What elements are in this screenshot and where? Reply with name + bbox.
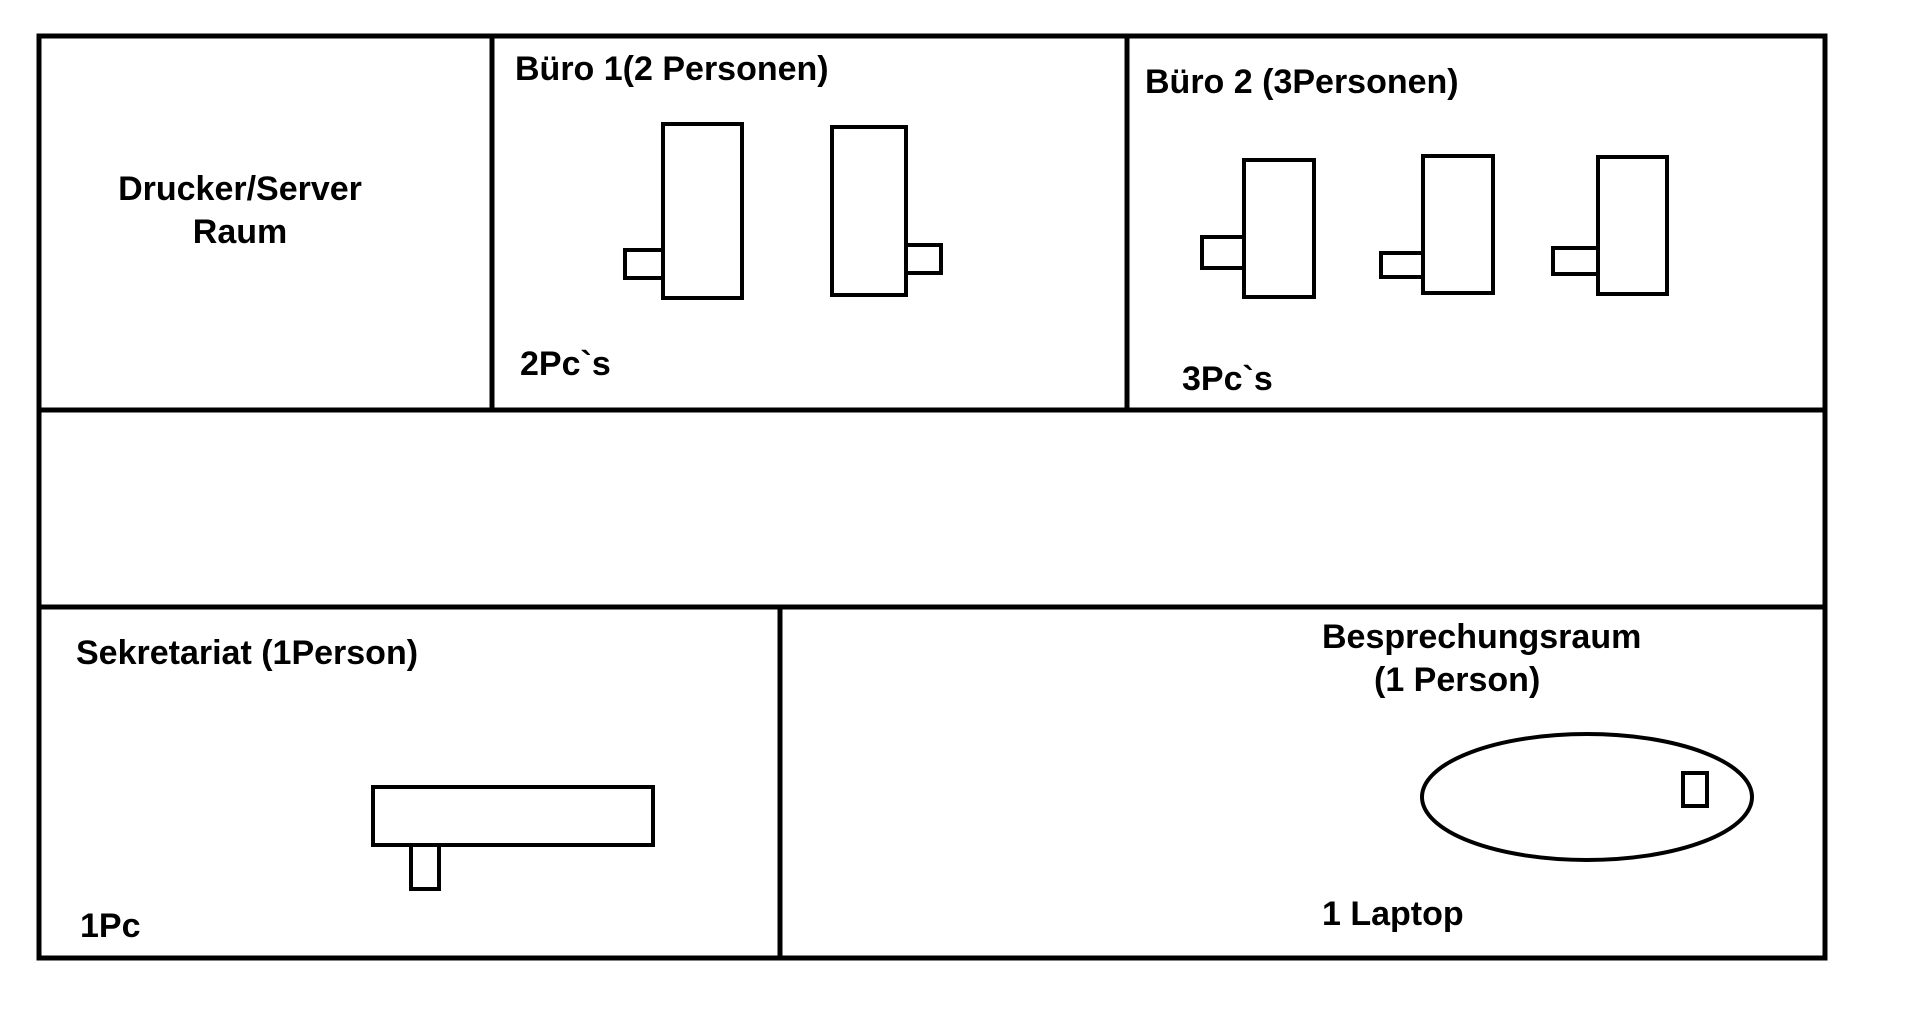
room-secretariat: Sekretariat (1Person) 1Pc [76,634,655,945]
desk [371,785,655,847]
room-meeting: Besprechungsraum (1 Person) 1 Laptop [1322,618,1754,933]
server-room-label-line2: Raum [193,213,287,251]
meeting-room-title-line1: Besprechungsraum [1322,618,1641,656]
pc-icon [1379,251,1425,279]
desk [1242,158,1316,299]
room-office-2: Büro 2 (3Personen) 3Pc`s [1145,63,1669,398]
pc-icon [904,243,943,275]
pc-icon [1200,235,1246,270]
pc-icon [1551,246,1600,276]
desk [1421,154,1495,295]
office-1-pc-count: 2Pc`s [520,345,611,383]
outer-wall [36,33,1828,961]
desk [661,122,744,300]
office-2-pc-count: 3Pc`s [1182,360,1273,398]
meeting-table [1420,732,1754,862]
room-office-1: Büro 1(2 Personen) 2Pc`s [515,50,943,383]
secretariat-title: Sekretariat (1Person) [76,634,418,672]
laptop-icon [1681,771,1709,808]
office-2-title: Büro 2 (3Personen) [1145,63,1459,101]
pc-icon [409,843,441,891]
secretariat-pc-count: 1Pc [80,907,141,945]
desk [830,125,908,297]
office-1-title: Büro 1(2 Personen) [515,50,829,88]
desk [1596,155,1669,296]
walls [36,33,1828,961]
pc-icon [623,248,665,280]
meeting-room-title-line2: (1 Person) [1374,661,1540,699]
server-room-label-line1: Drucker/Server [118,170,362,208]
meeting-room-laptop-count: 1 Laptop [1322,895,1464,933]
room-server: Drucker/Server Raum [118,170,362,251]
